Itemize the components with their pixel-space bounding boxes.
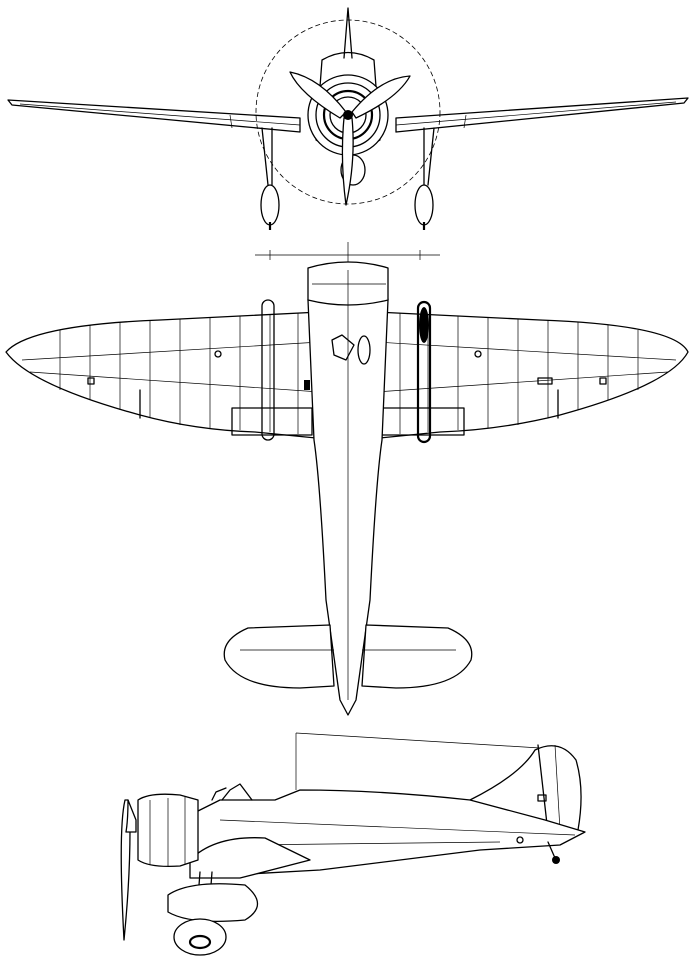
front-view bbox=[7, 7, 689, 230]
front-landing-gear-left bbox=[260, 127, 280, 230]
side-tail-wheel bbox=[547, 841, 560, 864]
side-view bbox=[120, 732, 586, 956]
side-canopy bbox=[221, 783, 253, 801]
top-tailplane bbox=[223, 624, 335, 689]
top-view bbox=[5, 242, 689, 716]
front-left-wing bbox=[7, 99, 301, 133]
side-landing-gear bbox=[167, 871, 259, 956]
left-wing-ribs bbox=[59, 313, 299, 434]
front-landing-gear-right bbox=[414, 127, 435, 230]
propeller-disc bbox=[255, 19, 441, 205]
propeller-blades bbox=[289, 71, 411, 206]
front-right-wing bbox=[395, 97, 689, 133]
front-tail-fin bbox=[343, 7, 353, 59]
right-wing-ribs bbox=[399, 313, 639, 434]
